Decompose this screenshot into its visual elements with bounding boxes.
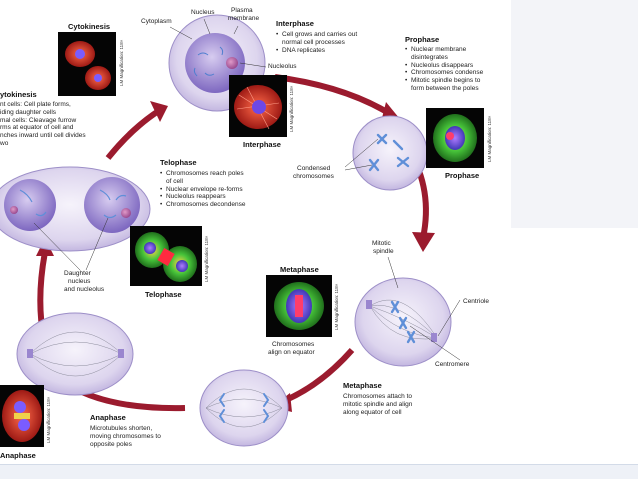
label-daughter-3: and nucleolus [64, 286, 105, 293]
label-daughter-2: nucleus [68, 278, 91, 285]
mag-telophase: LM Magnification: 118× [204, 235, 209, 282]
interphase-nucleolus [226, 57, 238, 69]
label-chromosomes-align-1: Chromosomes [272, 341, 315, 348]
label-cytoplasm: Cytoplasm [141, 18, 172, 25]
anaphase-desc: Microtubules shorten, moving chromosomes… [90, 425, 161, 448]
label-nucleolus: Nucleolus [268, 63, 297, 70]
metaphase-title: Metaphase [343, 381, 382, 390]
label-condensed-2: chromosomes [293, 173, 334, 180]
prophase-title: Prophase [405, 35, 440, 44]
prophase-photo-title: Prophase [445, 171, 480, 180]
bullet: DNA replicates [276, 47, 357, 55]
interphase-photo [229, 75, 287, 137]
cytokinesis-photo-title: Cytokinesis [68, 22, 111, 31]
label-chromosomes-align-2: align on equator [268, 349, 315, 356]
label-daughter-1: Daughter [64, 270, 91, 277]
bullet: Chromosomes decondense [160, 201, 246, 209]
anaphase-photo [0, 385, 44, 447]
arrow-head-interphase [150, 101, 168, 122]
label-mitotic-spindle-1: Mitotic [372, 240, 391, 247]
telophase-photo-title: Telophase [145, 290, 182, 299]
label-plasma-membrane-1: Plasma [231, 7, 253, 14]
arrow-metaphase-to-anaphase [284, 348, 355, 403]
metaphase-photo [266, 275, 332, 337]
anaphase-cell [199, 369, 289, 447]
mag-anaphase: LM Magnification: 118× [46, 396, 51, 443]
telophase-cells [0, 166, 151, 252]
telophase-title: Telophase [160, 158, 197, 167]
pointer-lines [33, 18, 461, 361]
metaphase-desc: Chromosomes attach to mitotic spindle an… [343, 393, 413, 416]
bullet: Nuclear envelope re-forms [160, 186, 246, 194]
metaphase-photo-title: Metaphase [280, 265, 319, 274]
bullet: Chromosomes condense [405, 69, 483, 77]
mag-metaphase: LM Magnification: 118× [334, 283, 339, 330]
label-condensed-1: Condensed [297, 165, 331, 172]
label-centriole: Centriole [463, 298, 490, 305]
metaphase-cell [354, 277, 452, 367]
daughter-nucleus-right [84, 177, 140, 233]
centriole-shape [431, 333, 437, 342]
label-nucleus: Nucleus [191, 9, 215, 16]
bottom-band [0, 464, 638, 479]
arrow-interphase-to-prophase [274, 74, 394, 118]
label-mitotic-spindle-2: spindle [373, 248, 394, 255]
interphase-photo-title: Interphase [243, 140, 281, 149]
telophase-photo [130, 226, 202, 286]
bullet: Nucleolus reappears [160, 193, 246, 201]
anaphase-photo-title: Anaphase [0, 451, 36, 460]
cytokinesis-title: ytokinesis [0, 90, 37, 99]
anaphase-title: Anaphase [90, 413, 126, 422]
mag-interphase: LM Magnification: 118× [289, 85, 294, 132]
arrow-head-metaphase [412, 232, 435, 252]
prophase-cell [352, 115, 428, 191]
mag-prophase: LM Magnification: 118× [487, 115, 492, 162]
cytokinesis-photo [58, 32, 116, 96]
daughter-nucleus-left [4, 179, 56, 231]
interphase-title: Interphase [276, 19, 314, 28]
prophase-photo [426, 108, 484, 168]
cytokinesis-desc: nt cells: Cell plate forms, iding daught… [0, 101, 86, 147]
arrow-telophase-to-interphase [105, 107, 162, 160]
bullet: Nucleolus disappears [405, 62, 483, 70]
label-centromere: Centromere [435, 361, 470, 368]
right-blank-panel [511, 0, 638, 228]
label-plasma-membrane-2: membrane [228, 15, 260, 22]
late-anaphase-cell [16, 312, 134, 396]
mag-cytokinesis: LM Magnification: 118× [119, 39, 124, 86]
